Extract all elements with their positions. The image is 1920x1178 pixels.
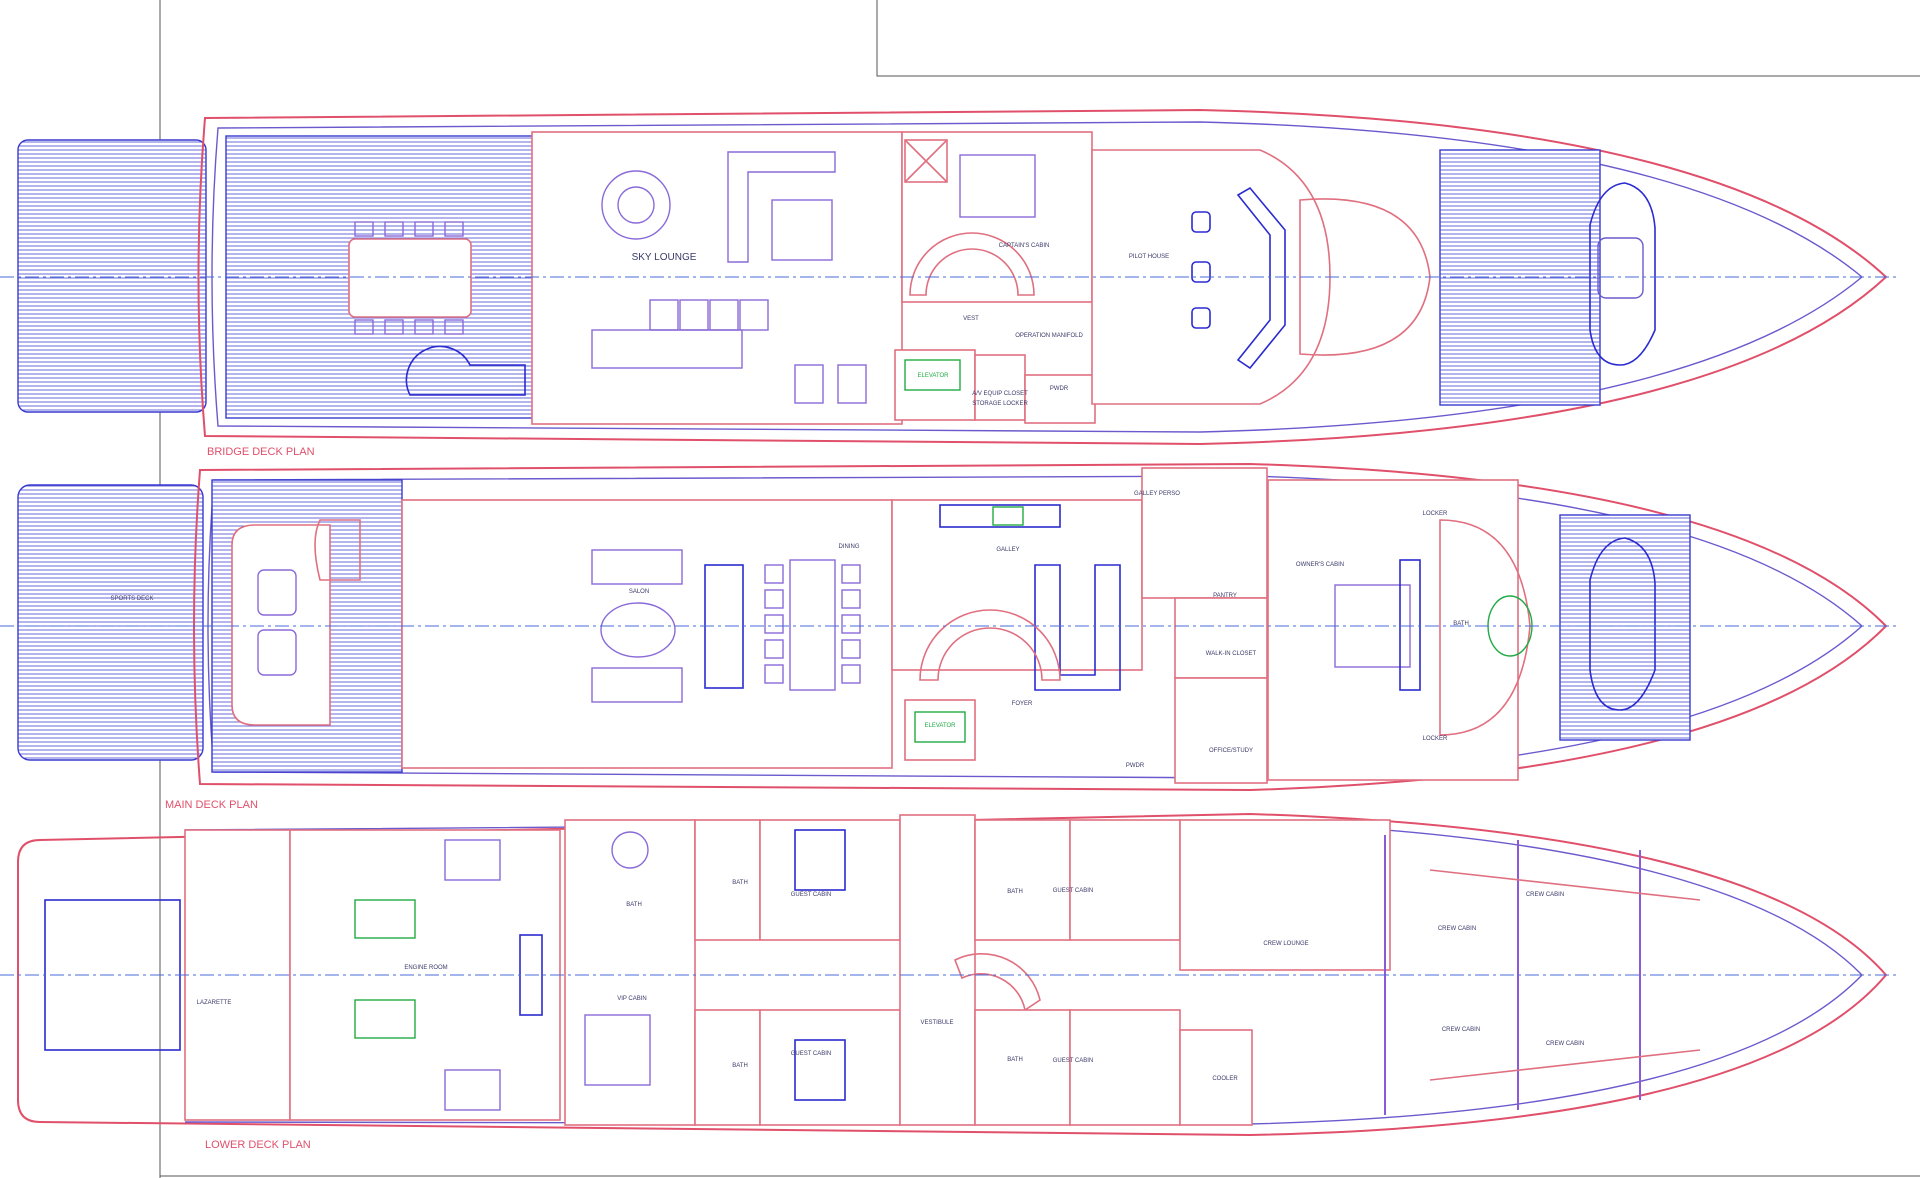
label-walk-in-closet: WALK-IN CLOSET (1206, 651, 1257, 657)
main-spiral-stair (919, 609, 1061, 681)
guest-bed-stbd (794, 1039, 846, 1101)
round-table (601, 170, 671, 240)
label-elevator-bridge: ELEVATOR (917, 373, 949, 379)
main-deck-title: MAIN DECK PLAN (165, 799, 258, 811)
label-sky-lounge: SKY LOUNGE (632, 252, 697, 263)
label-bath-4: BATH (1007, 1057, 1023, 1063)
bridge-deck-hull (197, 108, 1888, 446)
spiral-stair (909, 232, 1035, 296)
label-av-closet: A/V EQUIP CLOSET (972, 391, 1028, 397)
label-foyer: FOYER (1012, 701, 1033, 707)
sofa-salon-stbd (591, 667, 683, 703)
dining-table-aft (348, 238, 472, 318)
label-locker-port: LOCKER (1423, 511, 1448, 517)
label-operation-manifold: OPERATION MANIFOLD (1015, 333, 1083, 339)
bridge-deck-title: BRIDGE DECK PLAN (207, 446, 315, 458)
label-vest: VEST (963, 316, 979, 322)
main-deck-hull (193, 462, 1888, 792)
label-guest-cabin-4: GUEST CABIN (1053, 1058, 1094, 1064)
label-crew-cabin-4: CREW CABIN (1546, 1041, 1584, 1047)
vestibule-room (899, 814, 976, 1126)
label-owners-bath: BATH (1453, 621, 1469, 627)
label-galley-perso: GALLEY PERSO (1134, 491, 1180, 497)
label-cooler: COOLER (1212, 1076, 1238, 1082)
dining-table (789, 559, 836, 691)
captain-bed (959, 154, 1036, 218)
vip-cabin-room (564, 819, 696, 1126)
label-guest-cabin-3: GUEST CABIN (1053, 888, 1094, 894)
galley-room (891, 499, 1143, 671)
bridge-deck-plan (0, 108, 1900, 446)
lower-deck-plan (0, 812, 1900, 1137)
label-pwdr-bridge: PWDR (1050, 386, 1069, 392)
label-vip-bath: BATH (626, 902, 642, 908)
walk-in-closet-room (1174, 597, 1268, 679)
owners-cabin-room (1267, 479, 1519, 781)
sports-deck (17, 484, 204, 761)
label-galley: GALLEY (996, 547, 1019, 553)
label-crew-cabin-2: CREW CABIN (1526, 892, 1564, 898)
label-owners-cabin: OWNER'S CABIN (1296, 562, 1344, 568)
main-deck-plan (0, 462, 1900, 792)
label-crew-cabin-3: CREW CABIN (1442, 1027, 1480, 1033)
label-captains-cabin: CAPTAIN'S CABIN (999, 243, 1050, 249)
label-vestibule: VESTIBULE (920, 1020, 953, 1026)
office-room (1174, 677, 1268, 784)
guest-bed-port (794, 829, 846, 891)
main-tender (1589, 537, 1656, 711)
tender (1589, 182, 1656, 366)
label-crew-cabin-1: CREW CABIN (1438, 926, 1476, 932)
l-sofa (727, 151, 836, 263)
main-foredeck (1559, 514, 1691, 741)
label-bath-1: BATH (732, 880, 748, 886)
main-deck-labels: SPORTS DECK SALON DINING GALLEY FOYER GA… (111, 491, 1469, 769)
label-crew-lounge: CREW LOUNGE (1263, 941, 1308, 947)
label-salon: SALON (629, 589, 649, 595)
vip-bed (584, 1014, 651, 1086)
stair-aft (405, 345, 526, 396)
salon-room (401, 499, 893, 769)
label-pilot-house: PILOT HOUSE (1129, 254, 1169, 260)
lower-deck-hull (17, 812, 1888, 1137)
label-sports-deck: SPORTS DECK (111, 596, 154, 602)
label-locker-stbd: LOCKER (1423, 736, 1448, 742)
label-guest-cabin-1: GUEST CABIN (791, 892, 832, 898)
helm-console (1236, 186, 1286, 370)
label-pantry: PANTRY (1213, 593, 1237, 599)
lower-deck-labels: LAZARETTE ENGINE ROOM BATH VIP CABIN BAT… (197, 880, 1585, 1082)
lower-deck-title: LOWER DECK PLAN (205, 1139, 311, 1151)
coffee-table (600, 602, 676, 658)
label-vip-cabin: VIP CABIN (617, 996, 647, 1002)
pantry-room (1141, 467, 1268, 599)
label-dining: DINING (839, 544, 860, 550)
cooler-room (1179, 1029, 1253, 1126)
sky-lounge-room (531, 131, 903, 425)
label-pwdr-main: PWDR (1126, 763, 1145, 769)
label-guest-cabin-2: GUEST CABIN (791, 1051, 832, 1057)
label-lazarette: LAZARETTE (197, 1000, 232, 1006)
label-engine-room: ENGINE ROOM (404, 965, 447, 971)
crew-lounge-room (1179, 819, 1391, 971)
label-office-study: OFFICE/STUDY (1209, 748, 1253, 754)
bridge-deck-labels: SKY LOUNGE CAPTAIN'S CABIN PILOT HOUSE V… (632, 243, 1170, 407)
label-bath-3: BATH (1007, 889, 1023, 895)
swim-platform (17, 139, 207, 413)
label-bath-2: BATH (732, 1063, 748, 1069)
label-elevator-main: ELEVATOR (924, 723, 956, 729)
sofa-salon-port (591, 549, 683, 585)
label-storage-locker: STORAGE LOCKER (972, 401, 1028, 407)
